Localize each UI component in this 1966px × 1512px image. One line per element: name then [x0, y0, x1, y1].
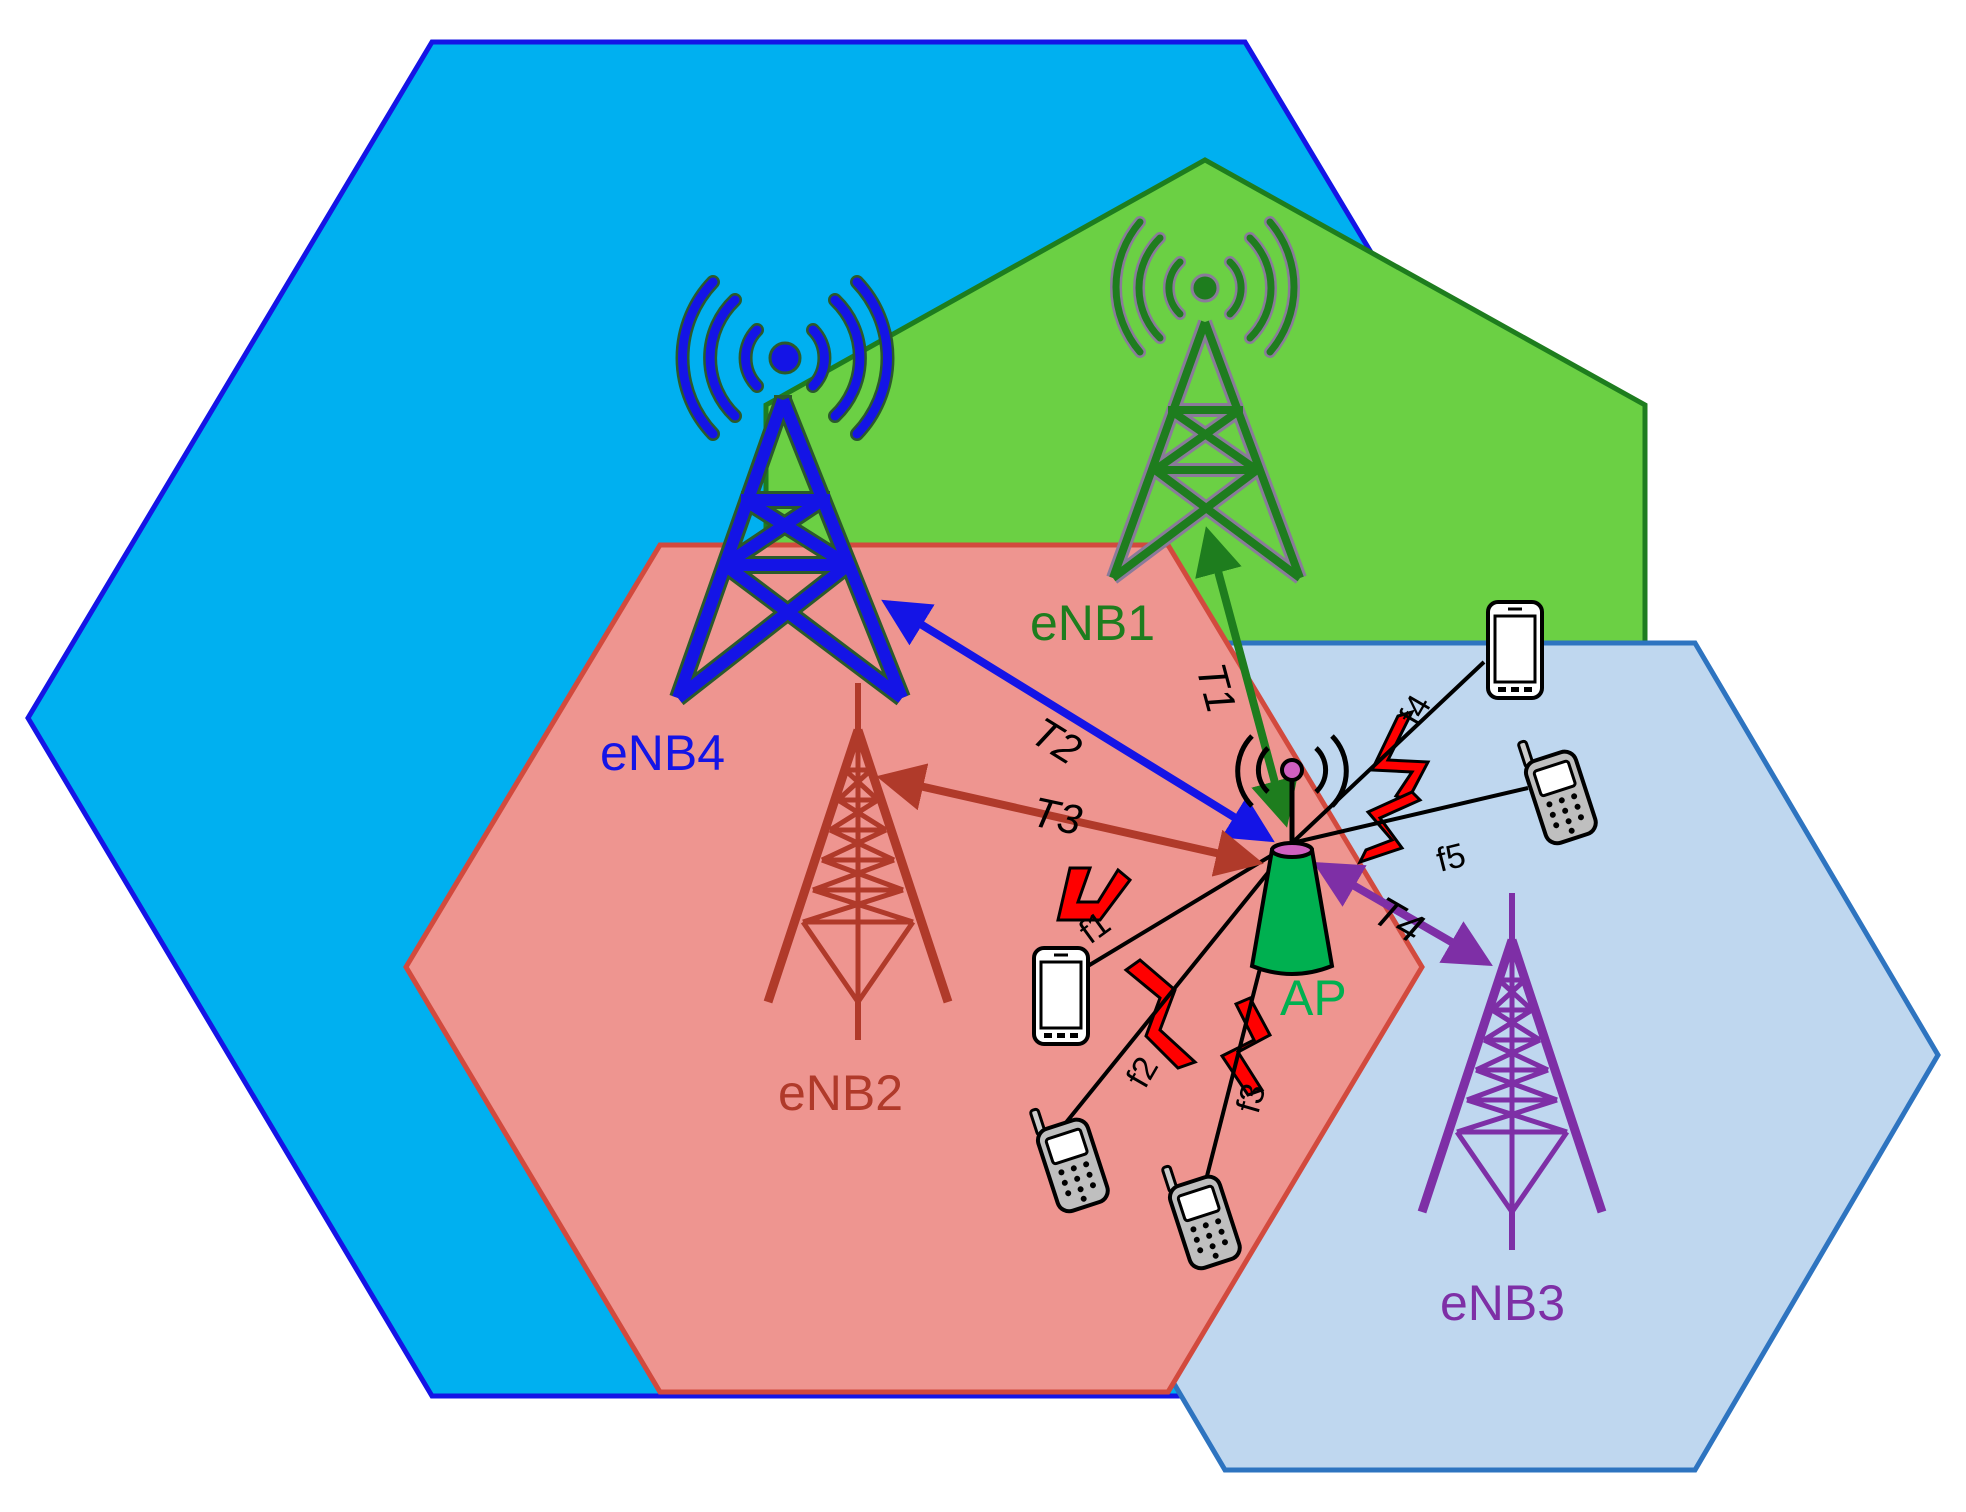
enb3-tower-icon: [1417, 893, 1607, 1250]
enb1-tower-icon: [1106, 216, 1307, 584]
t3-arrow: [876, 763, 1264, 877]
ap-label: AP: [1280, 970, 1347, 1026]
enb3-label: eNB3: [1440, 1275, 1565, 1331]
user-link-lines: [1058, 660, 1529, 1181]
t4-arrow: [1313, 861, 1493, 967]
f4-bolt-icon: [1369, 709, 1431, 802]
ap-icon: [1235, 734, 1349, 976]
backhaul-arrows: [876, 526, 1493, 967]
smartphone-f4-icon: [1486, 600, 1544, 700]
t3-label: T3: [1028, 788, 1086, 844]
enb4-tower-icon: [669, 275, 911, 706]
f5-bolt-icon: [1357, 790, 1423, 865]
enb2-label: eNB2: [778, 1065, 903, 1121]
smartphone-f1-icon: [1032, 946, 1090, 1046]
wireless-links: [1056, 709, 1431, 1097]
enb1-label: eNB1: [1030, 595, 1155, 651]
enb4-label: eNB4: [600, 725, 725, 781]
f2-bolt-icon: [1123, 958, 1198, 1070]
